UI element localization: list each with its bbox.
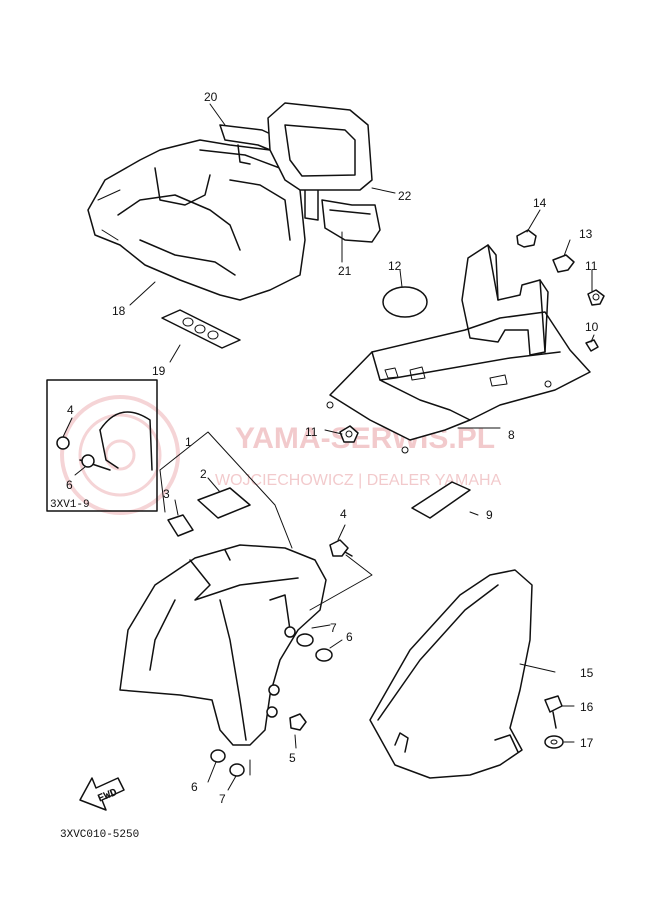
- callout-16: 16: [580, 700, 594, 714]
- callout-7-left: 7: [219, 792, 226, 806]
- callout-19: 19: [152, 364, 166, 378]
- callout-4: 4: [340, 507, 347, 521]
- part-3-decal: [167, 514, 194, 537]
- callout-2: 2: [200, 467, 207, 481]
- part-17-washer: [544, 735, 564, 749]
- callout-6-right: 6: [346, 630, 353, 644]
- callout-20: 20: [204, 90, 218, 104]
- part-10-nut: [585, 339, 599, 352]
- part-2-decal: [197, 487, 251, 519]
- part-12-o-ring: [382, 286, 428, 318]
- part-11-bolt-upper: [587, 289, 605, 306]
- watermark-subtitle: WOJCIECHOWICZ | DEALER YAMAHA: [215, 472, 502, 489]
- callout-5: 5: [289, 751, 296, 765]
- part-16-bolt: [544, 695, 563, 729]
- watermark-title: YAMA-SERWIS.PL: [235, 422, 495, 455]
- callout-21: 21: [338, 264, 352, 278]
- callout-9: 9: [486, 508, 493, 522]
- part-8-fender-tray: [326, 244, 591, 454]
- callout-11-upper: 11: [585, 259, 598, 273]
- part-14-clip: [516, 229, 537, 248]
- inset-detail-box: 3XV1-9: [46, 379, 158, 512]
- part-15-rear-hugger: [369, 569, 533, 779]
- part-13-clip: [552, 254, 575, 273]
- watermark-logo: [60, 395, 180, 515]
- callout-10: 10: [585, 320, 599, 334]
- forward-arrow-icon: FWD: [79, 777, 125, 811]
- callout-labels: 20 22 21 18 19 12 14 13 11 10 11 8 9 1 2…: [66, 90, 599, 806]
- callout-8: 8: [508, 428, 515, 442]
- part-7-washer-left: [229, 763, 245, 777]
- part-5-bolt: [289, 713, 307, 731]
- callout-12: 12: [388, 259, 402, 273]
- diagram-code: 3XVC010-5250: [60, 829, 139, 841]
- leader-lines: [62, 103, 595, 791]
- part-6-grommet-left: [210, 749, 226, 763]
- callout-1: 1: [185, 435, 192, 449]
- callout-14: 14: [533, 196, 547, 210]
- part-21-tail-bracket: [321, 199, 381, 243]
- callout-3: 3: [163, 487, 170, 501]
- part-9-pad: [411, 481, 471, 519]
- callout-6-left: 6: [191, 780, 198, 794]
- part-19-gasket: [161, 309, 241, 349]
- callout-4-inset: 4: [67, 403, 74, 417]
- callout-15: 15: [580, 666, 594, 680]
- callout-11-lower: 11: [305, 425, 318, 439]
- fender-mount-holes: [266, 626, 296, 718]
- callout-18: 18: [112, 304, 126, 318]
- part-6-grommet-right: [315, 648, 333, 662]
- part-18-rear-cowl: [87, 139, 306, 301]
- part-22-seat-pad: [267, 102, 373, 191]
- part-11-bolt-lower: [339, 425, 359, 443]
- part-1-front-fender: [119, 544, 327, 746]
- callout-17: 17: [580, 736, 594, 750]
- callout-7-right: 7: [330, 621, 337, 635]
- callout-13: 13: [579, 227, 593, 241]
- part-7-washer-right: [296, 633, 314, 647]
- inset-label: 3XV1-9: [50, 499, 90, 511]
- callout-6-inset: 6: [66, 478, 73, 492]
- part-4-bolt: [329, 539, 353, 557]
- callout-22: 22: [398, 189, 412, 203]
